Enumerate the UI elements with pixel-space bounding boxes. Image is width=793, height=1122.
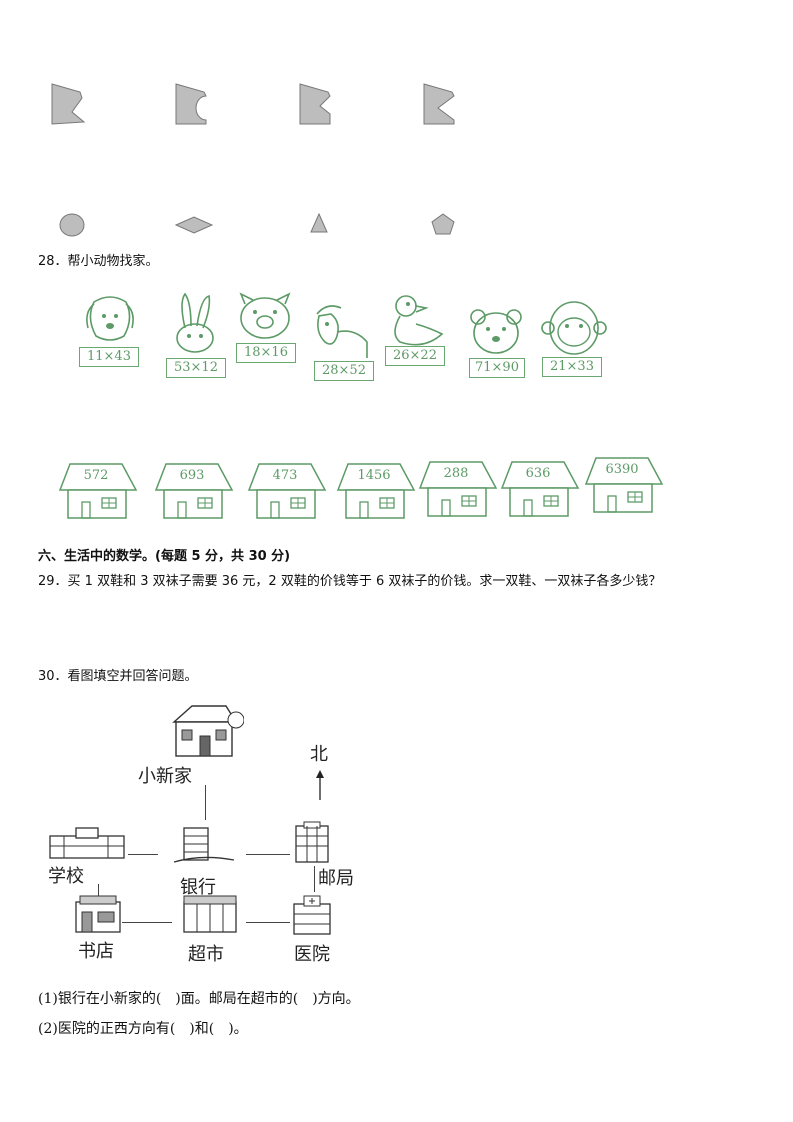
bookstore-icon: [72, 894, 124, 938]
question-29-text: 29．买 1 双鞋和 3 双袜子需要 36 元，2 双鞋的价钱等于 6 双袜子的…: [38, 574, 662, 589]
animal-expression-monkey: 21×33: [542, 357, 602, 377]
house-icon: [418, 461, 498, 517]
supermarket-icon: [180, 894, 240, 938]
animal-expression-dog: 11×43: [79, 347, 139, 367]
supermarket-label: 超市: [188, 944, 224, 965]
animal-dog: [80, 292, 140, 352]
cut-card-shape-2: [174, 80, 214, 128]
cut-card-shape-3: [298, 80, 338, 128]
house-1: 572: [58, 462, 138, 522]
bookstore-label: 书店: [78, 941, 114, 962]
cut-card-shape-4: [422, 80, 462, 128]
triangle-shape: [309, 212, 329, 238]
animal-monkey: [540, 298, 608, 356]
house-icon: [154, 463, 234, 519]
map-path-post-hospital: [314, 866, 315, 892]
bear-icon: [470, 309, 522, 354]
house-number: 636: [525, 466, 551, 481]
map-path-home-bank: [205, 785, 206, 820]
animal-rabbit: [165, 292, 225, 362]
house-icon: [500, 461, 580, 517]
question-28-label: 28．帮小动物找家。: [38, 254, 159, 269]
question-30-part-2: (2)医院的正西方向有( )和( )。: [38, 1021, 248, 1037]
school-label: 学校: [48, 866, 84, 887]
animal-expression-pig: 18×16: [236, 343, 296, 363]
house-5: 288: [418, 460, 498, 520]
house-2: 693: [154, 462, 234, 522]
map-path-bookstore-supermarket: [122, 922, 172, 923]
animal-pig: [235, 292, 295, 342]
bank-label: 银行: [180, 877, 216, 898]
monkey-icon: [541, 301, 607, 355]
map-path-supermarket-hospital: [246, 922, 290, 923]
house-6: 636: [500, 460, 580, 520]
post-office-icon: [292, 820, 332, 868]
house-number: 572: [83, 468, 109, 483]
cut-card-shape-1: [50, 80, 90, 128]
animal-duck: [384, 294, 448, 350]
animal-expression-goat: 28×52: [314, 361, 374, 381]
question-30-part-1: (1)银行在小新家的( )面。邮局在超市的( )方向。: [38, 991, 360, 1007]
house-number: 693: [179, 468, 205, 483]
animal-expression-rabbit: 53×12: [166, 358, 226, 378]
duck-icon: [394, 295, 444, 346]
house-number: 473: [272, 468, 298, 483]
map-path-school-bookstore: [98, 884, 99, 900]
question-30-text: 30．看图填空并回答问题。: [38, 669, 198, 684]
animal-expression-duck: 26×22: [385, 346, 445, 366]
rabbit-icon: [176, 292, 214, 353]
school-icon: [46, 826, 128, 864]
bank-icon: [172, 824, 236, 868]
dog-icon: [86, 296, 134, 341]
pig-icon: [239, 292, 291, 339]
north-label: 北: [310, 744, 328, 765]
pentagon-shape: [430, 212, 456, 240]
circle-shape: [58, 212, 86, 242]
animal-goat: [307, 302, 371, 362]
house-number: 6390: [605, 462, 639, 477]
house-icon: [247, 463, 327, 519]
house-icon: [584, 457, 664, 513]
hospital-label: 医院: [294, 944, 330, 965]
house-number: 288: [443, 466, 469, 481]
home-label: 小新家: [138, 766, 192, 787]
map-path-school-bank: [128, 854, 158, 855]
north-arrow-icon: [314, 770, 326, 806]
animal-bear: [468, 307, 524, 357]
house-4: 1456: [336, 462, 416, 522]
post-office-label: 邮局: [318, 868, 354, 889]
section-6-title: 六、生活中的数学。(每题 5 分，共 30 分): [38, 549, 291, 564]
house-7: 6390: [584, 456, 664, 516]
rhombus-shape: [174, 216, 214, 238]
map-path-bank-post: [246, 854, 290, 855]
goat-icon: [316, 305, 368, 358]
hospital-icon: [292, 894, 332, 940]
animal-expression-bear: 71×90: [469, 358, 525, 378]
house-icon: [336, 463, 416, 519]
home-icon: [168, 702, 245, 764]
house-icon: [58, 463, 138, 519]
house-number: 1456: [357, 468, 391, 483]
house-3: 473: [247, 462, 327, 522]
